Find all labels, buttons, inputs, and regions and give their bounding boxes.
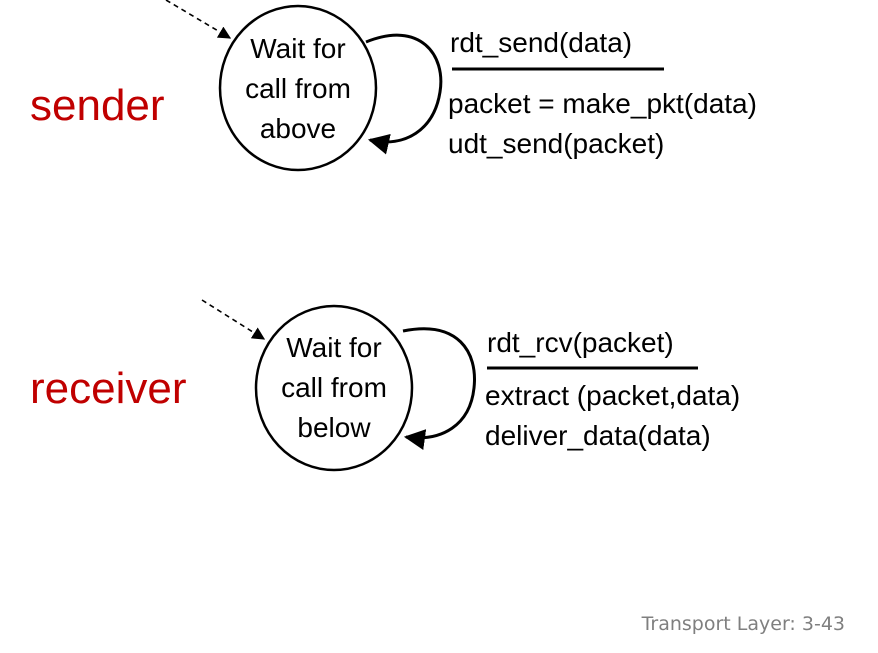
receiver-state-line-3: below: [297, 412, 371, 443]
receiver-initial-arrow: [201, 299, 266, 340]
sender-state-line-1: Wait for: [250, 33, 345, 64]
receiver-self-loop-arrow: [402, 327, 476, 450]
sender-self-loop-arrow: [365, 33, 443, 155]
sender-label: sender: [30, 81, 165, 130]
receiver-label: receiver: [30, 364, 187, 413]
receiver-event-label: rdt_rcv(packet): [487, 327, 674, 358]
sender-initial-arrow: [165, 0, 232, 39]
sender-action-2: udt_send(packet): [448, 128, 664, 159]
slide-footer: Transport Layer: 3-43: [641, 613, 845, 635]
sender-state-circle: [218, 4, 378, 172]
sender-state-line-3: above: [260, 113, 336, 144]
receiver-action-2: deliver_data(data): [485, 420, 711, 451]
receiver-state-line-2: call from: [281, 372, 387, 403]
sender-event-label: rdt_send(data): [450, 27, 632, 58]
receiver-fsm: receiver Wait for call from below rdt_rc…: [30, 299, 740, 472]
sender-fsm: sender Wait for call from above rdt_send…: [30, 0, 757, 172]
receiver-action-1: extract (packet,data): [485, 380, 740, 411]
sender-action-1: packet = make_pkt(data): [448, 88, 757, 119]
receiver-state-circle: [254, 304, 414, 472]
sender-state-line-2: call from: [245, 73, 351, 104]
receiver-state-line-1: Wait for: [286, 332, 381, 363]
